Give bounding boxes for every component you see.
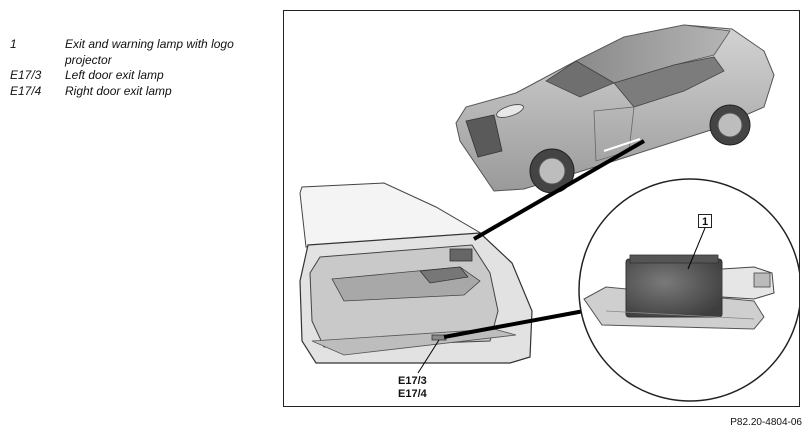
- figure-id: P82.20-4804-06: [730, 417, 802, 428]
- legend-key: E17/4: [10, 83, 42, 98]
- legend-item: E17/4 Right door exit lamp: [10, 84, 270, 100]
- lamp-module: [625, 258, 723, 318]
- leader-line-car-to-door: [473, 139, 645, 241]
- lamp-lens-edge: [605, 310, 755, 320]
- car-rear-rim: [717, 112, 743, 138]
- component-code-right: E17/4: [398, 388, 427, 400]
- lamp-module-top: [629, 254, 719, 264]
- legend-item: E17/3 Left door exit lamp: [10, 68, 270, 84]
- car-illustration: [455, 24, 775, 194]
- car-front-rim: [538, 157, 566, 185]
- door-switch-panel: [449, 248, 473, 262]
- legend-item: 1 Exit and warning lamp with logo projec…: [10, 37, 270, 68]
- zoom-circle-outline: [578, 178, 799, 402]
- leader-line-callout: [687, 227, 706, 270]
- legend-key: E17/3: [10, 68, 42, 82]
- figure-frame: 1 E17/3 E17/4: [283, 10, 800, 407]
- callout-number: 1: [698, 214, 712, 228]
- car-sill-highlight: [603, 138, 641, 152]
- car-headlight: [496, 104, 524, 118]
- leader-line-door-to-zoom: [443, 309, 585, 339]
- zoom-detail: [578, 178, 799, 402]
- leader-line-door-label: [417, 339, 440, 374]
- figure-illustration: [299, 24, 799, 402]
- car-grille: [465, 114, 503, 158]
- component-code-left: E17/3: [398, 375, 427, 387]
- legend-list: 1 Exit and warning lamp with logo projec…: [10, 37, 270, 99]
- legend-description: Left door exit lamp: [65, 68, 164, 82]
- door-seal-strip: [311, 328, 517, 356]
- legend-description: Exit and warning lamp with logo projecto…: [65, 37, 234, 67]
- legend-description: Right door exit lamp: [65, 83, 172, 98]
- door-handle: [419, 266, 469, 284]
- door-illustration: [299, 182, 533, 364]
- legend-key: 1: [10, 37, 17, 51]
- lamp-connector-latch: [753, 272, 771, 288]
